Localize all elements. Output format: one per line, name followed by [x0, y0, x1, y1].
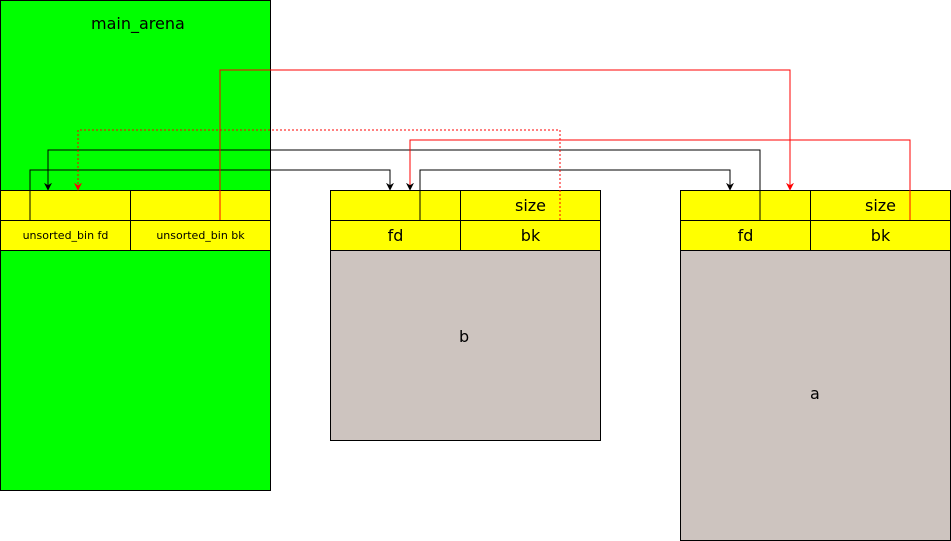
b-fd-to-a-link — [419, 169, 734, 220]
arena-unsorted-fd-cell: unsorted_bin fd — [0, 220, 131, 251]
unsorted-bin-bk-label: unsorted_bin bk — [156, 229, 245, 242]
chunk-b-prev-size-cell — [330, 190, 461, 221]
a-bk-to-b-link — [406, 139, 911, 220]
chunk-b-bk-cell: bk — [460, 220, 601, 251]
arena-bk-to-a-link — [219, 69, 794, 220]
chunk-a-fd-label: fd — [737, 226, 754, 245]
arena-unsorted-bk-cell: unsorted_bin bk — [130, 220, 271, 251]
chunk-a-name: a — [810, 384, 820, 403]
chunk-a-size-cell: size — [810, 190, 951, 221]
unsorted-bin-fd-label: unsorted_bin fd — [22, 229, 109, 242]
chunk-b-fd-label: fd — [387, 226, 404, 245]
chunk-b-size-cell: size — [460, 190, 601, 221]
chunk-a-bk-label: bk — [870, 226, 891, 245]
chunk-a-body — [680, 250, 951, 541]
a-fd-to-arena-link — [44, 149, 761, 220]
chunk-b-bk-label: bk — [520, 226, 541, 245]
chunk-b-fd-cell: fd — [330, 220, 461, 251]
main-arena-title: main_arena — [91, 14, 185, 33]
chunk-a-size-label: size — [864, 196, 897, 215]
chunk-a-fd-cell: fd — [680, 220, 811, 251]
b-bk-to-arena-link — [74, 129, 561, 220]
arena-fd-to-b-link — [29, 169, 394, 220]
chunk-b-size-label: size — [514, 196, 547, 215]
arena-unsorted-bk-top-cell — [130, 190, 271, 221]
chunk-b-body — [330, 250, 601, 441]
chunk-a-prev-size-cell — [680, 190, 811, 221]
chunk-b-name: b — [459, 327, 470, 346]
chunk-a-bk-cell: bk — [810, 220, 951, 251]
